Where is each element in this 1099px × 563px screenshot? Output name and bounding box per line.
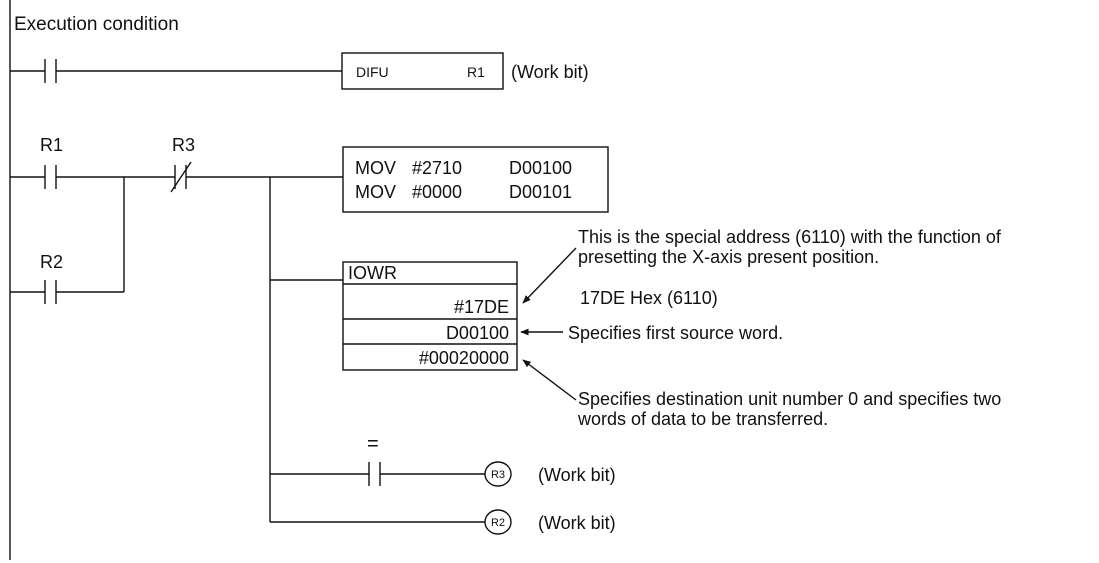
eq-flag-contact	[368, 462, 381, 486]
special-address-note-line2: presetting the X-axis present position.	[578, 247, 879, 267]
special-address-leader	[522, 247, 577, 304]
rung-2: R1 R3 R2 MOV #2710 D00100 MOV #000	[10, 135, 1002, 535]
iowr-box	[342, 261, 518, 371]
iowr-destination-word: #00020000	[419, 348, 509, 368]
r2-contact	[44, 280, 57, 304]
execution-condition-label: Execution condition	[14, 14, 179, 35]
r3-contact-label: R3	[172, 135, 195, 155]
mov-2-src: #0000	[412, 182, 462, 202]
difu-operand: R1	[467, 64, 485, 80]
r2-contact-label: R2	[40, 252, 63, 272]
special-address-note-line1: This is the special address (6110) with …	[578, 227, 1002, 247]
r3-work-bit-note: (Work bit)	[538, 465, 616, 485]
hex-note: 17DE Hex (6110)	[580, 288, 718, 308]
r3-coil-label: R3	[491, 469, 505, 481]
mov-box	[342, 146, 609, 213]
destination-note-line2: words of data to be transferred.	[577, 409, 828, 429]
rung-1: DIFU R1 (Work bit)	[10, 52, 589, 90]
r2-work-bit-note: (Work bit)	[538, 513, 616, 533]
iowr-control-word: #17DE	[454, 297, 509, 317]
r1-contact-label: R1	[40, 135, 63, 155]
destination-note-line1: Specifies destination unit number 0 and …	[578, 389, 1001, 409]
difu-box	[341, 52, 504, 90]
execution-condition-contact	[44, 59, 57, 83]
mov-1-op: MOV	[355, 158, 396, 178]
mov-1-dst: D00100	[509, 158, 572, 178]
r2-coil-label: R2	[491, 517, 505, 529]
r3-coil	[484, 461, 512, 487]
mov-1-src: #2710	[412, 158, 462, 178]
destination-leader	[522, 359, 577, 401]
difu-work-bit-note: (Work bit)	[511, 62, 589, 82]
iowr-title: IOWR	[348, 263, 397, 283]
iowr-source-word: D00100	[446, 323, 509, 343]
mov-2-op: MOV	[355, 182, 396, 202]
difu-instruction: DIFU	[356, 64, 389, 80]
first-source-note: Specifies first source word.	[568, 323, 783, 343]
r1-contact	[44, 165, 57, 189]
r2-coil	[484, 509, 512, 535]
eq-flag-label: =	[367, 433, 379, 455]
mov-2-dst: D00101	[509, 182, 572, 202]
